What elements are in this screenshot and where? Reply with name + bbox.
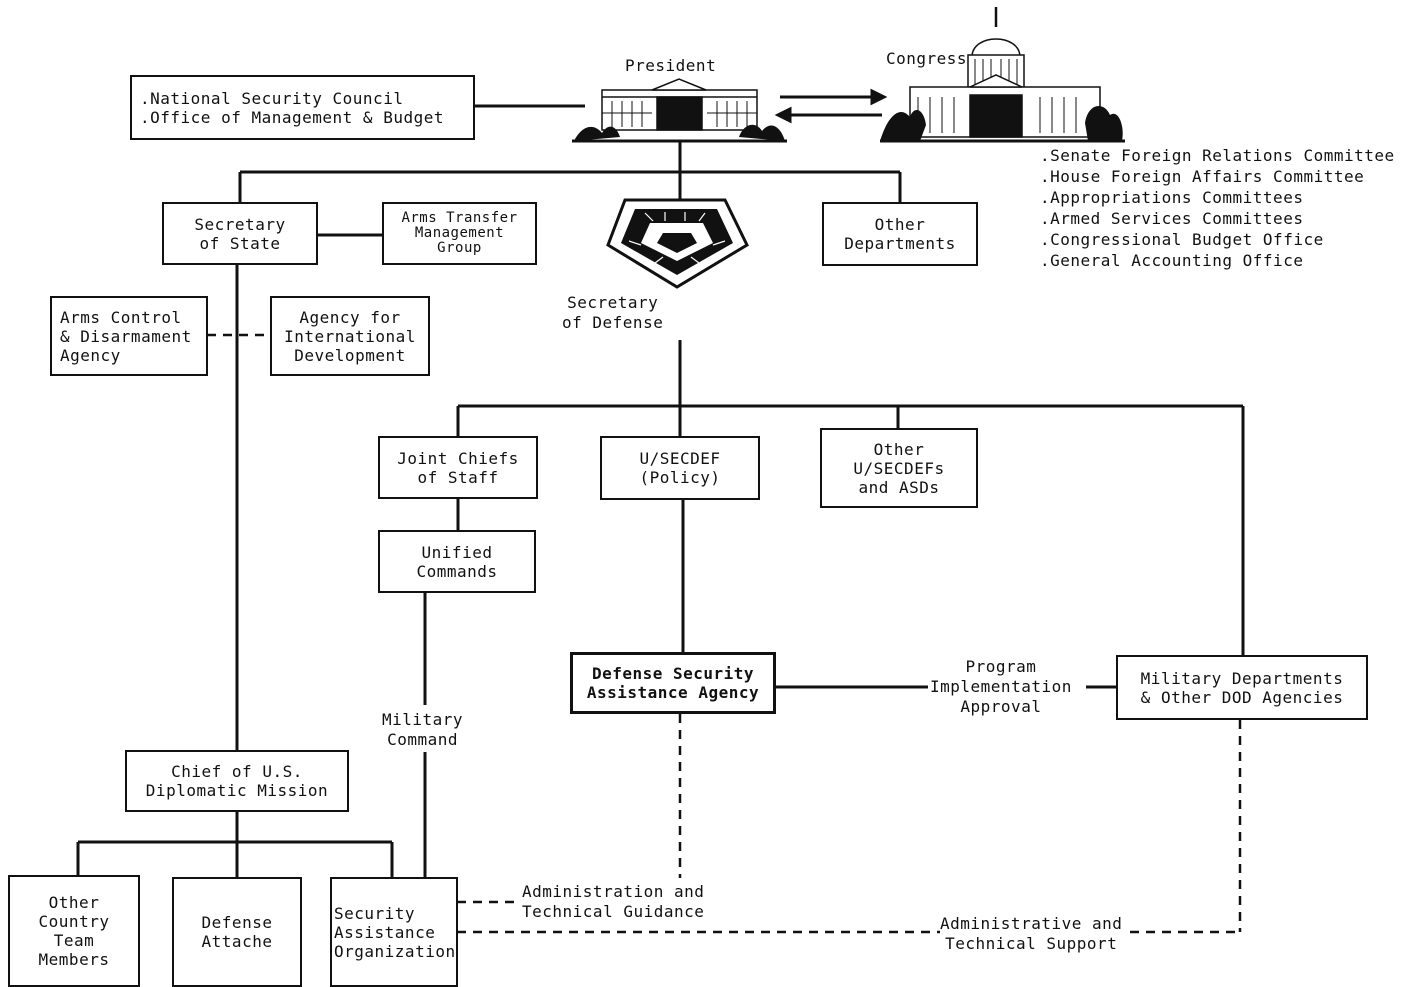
node-line: Unified — [421, 542, 493, 562]
nsc-omb-box: .National Security Council .Office of Ma… — [130, 75, 475, 140]
aid-box: Agency for International Development — [270, 296, 430, 376]
node-line: Departments — [844, 234, 956, 253]
label-line: Approval — [960, 697, 1042, 716]
other-country-team-box: Other Country Team Members — [8, 875, 140, 987]
node-line: Management — [414, 225, 505, 241]
node-line: Development — [294, 345, 406, 365]
node-line: Other — [48, 893, 100, 912]
node-line: Chief of U.S. — [171, 762, 303, 781]
secretary-of-defense-label: Secretary of Defense — [562, 293, 663, 333]
node-line: Defense Security — [591, 664, 755, 683]
node-line: Country — [38, 912, 110, 931]
label-line: Technical Support — [945, 934, 1118, 953]
node-line: Commands — [416, 561, 498, 581]
defense-attache-box: Defense Attache — [172, 877, 302, 987]
label-line: Administrative and — [940, 914, 1123, 933]
node-line: Agency for — [299, 307, 401, 327]
node-line: Agency — [60, 345, 121, 365]
admin-technical-support-label: Administrative and Technical Support — [940, 914, 1122, 954]
security-assistance-organization-box: Security Assistance Organization — [330, 877, 458, 987]
joint-chiefs-box: Joint Chiefs of Staff — [378, 436, 538, 499]
secretary-of-state-box: Secretary of State — [162, 202, 318, 265]
node-line: Secretary — [567, 293, 659, 312]
node-line: Other — [874, 215, 926, 234]
label-line: Military — [382, 710, 464, 729]
chief-of-mission-box: Chief of U.S. Diplomatic Mission — [125, 750, 349, 812]
node-line: and ASDs — [858, 477, 940, 497]
node-line: of State — [199, 233, 281, 253]
usecdef-policy-box: U/SECDEF (Policy) — [600, 436, 760, 500]
node-line: Team — [53, 931, 95, 950]
node-line: International — [284, 326, 416, 346]
label-line: Implementation — [930, 677, 1072, 696]
node-line: Assistance Agency — [586, 683, 760, 702]
other-usecdefs-box: Other U/SECDEFs and ASDs — [820, 428, 978, 508]
node-line: of Defense — [562, 313, 664, 332]
congress-label: Congress — [886, 49, 968, 68]
pentagon-icon — [606, 198, 749, 289]
committee-item: .Senate Foreign Relations Committee — [1040, 146, 1395, 165]
military-command-label: Military Command — [382, 710, 463, 750]
label-line: Command — [387, 730, 458, 749]
node-line: Defense — [201, 913, 273, 932]
congress-committees: .Senate Foreign Relations Committee .Hou… — [1040, 145, 1395, 271]
nsc-label: .National Security Council — [140, 88, 404, 108]
node-line: of Staff — [417, 467, 499, 487]
node-line: Diplomatic Mission — [145, 781, 329, 800]
unified-commands-box: Unified Commands — [378, 530, 536, 593]
military-departments-box: Military Departments & Other DOD Agencie… — [1116, 655, 1368, 720]
arms-transfer-management-group-box: Arms Transfer Management Group — [382, 202, 537, 265]
president-label: President — [625, 56, 717, 75]
acda-box: Arms Control & Disarmament Agency — [50, 296, 208, 376]
node-line: Security — [334, 903, 416, 923]
node-line: Secretary — [194, 214, 286, 234]
node-line: Military Departments — [1140, 668, 1344, 688]
committee-item: .House Foreign Affairs Committee — [1040, 167, 1365, 186]
node-line: & Disarmament — [60, 326, 192, 346]
node-line: Assistance — [334, 922, 436, 942]
white-house-icon — [572, 78, 787, 143]
dsaa-box: Defense Security Assistance Agency — [570, 652, 776, 714]
node-line: Joint Chiefs — [397, 448, 519, 468]
node-line: Arms Control — [60, 307, 182, 327]
node-line: Members — [38, 950, 110, 969]
label-line: Technical Guidance — [522, 902, 705, 921]
node-line: Organization — [334, 941, 456, 961]
node-line: & Other DOD Agencies — [1140, 687, 1344, 707]
node-line: Other — [873, 439, 925, 459]
capitol-icon — [880, 7, 1125, 143]
admin-technical-guidance-label: Administration and Technical Guidance — [522, 882, 704, 922]
program-implementation-label: Program Implementation Approval — [930, 657, 1072, 717]
committee-item: .Congressional Budget Office — [1040, 230, 1324, 249]
committee-item: .General Accounting Office — [1040, 251, 1304, 270]
node-line: (Policy) — [639, 468, 721, 487]
committee-item: .Armed Services Committees — [1040, 209, 1304, 228]
node-line: U/SECDEFs — [853, 458, 945, 478]
committee-item: .Appropriations Committees — [1040, 188, 1304, 207]
omb-label: .Office of Management & Budget — [140, 107, 444, 127]
label-line: Program — [965, 657, 1037, 676]
other-departments-box: Other Departments — [822, 202, 978, 266]
node-line: Group — [437, 240, 482, 256]
node-line: Arms Transfer — [401, 210, 518, 226]
label-line: Administration and — [522, 882, 705, 901]
node-line: U/SECDEF — [639, 449, 721, 468]
node-line: Attache — [201, 932, 273, 951]
